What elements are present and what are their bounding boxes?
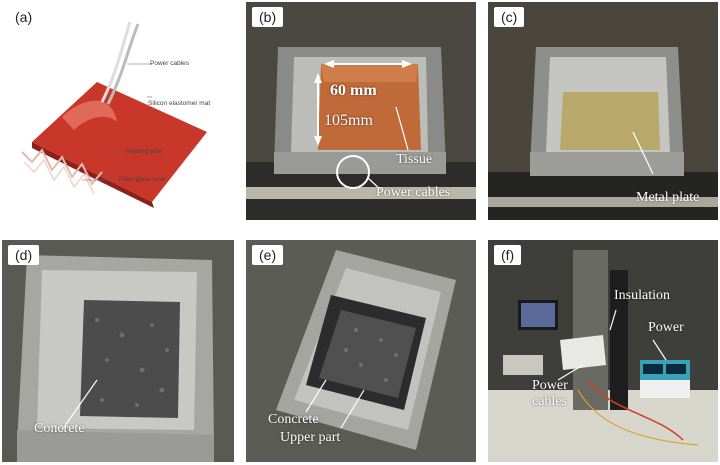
label-60mm: 60 mm — [330, 82, 377, 99]
heating-mat-illustration — [21, 21, 207, 208]
label-upper-part: Upper part — [280, 430, 341, 445]
label-power: Power — [648, 320, 684, 335]
label-tissue: Tissue — [396, 152, 433, 167]
panel-c-box-with-metal-plate: (c) Metal plate — [488, 2, 718, 220]
label-power-cables-a: Power cables — [150, 60, 190, 67]
panel-a-tag: (a) — [8, 7, 40, 27]
panel-b-box-with-tissue: (b) 60 mm 105mm Tissue Power cables — [246, 2, 476, 220]
label-power-cables-f: Power cables — [532, 378, 568, 409]
label-heating-wire: Heating wire — [126, 148, 163, 155]
panel-d-tag: (d) — [8, 245, 40, 265]
setup-photo-f — [488, 240, 718, 462]
box-photo-e — [246, 240, 476, 462]
box-photo-c — [488, 2, 718, 220]
panel-e-box-with-upper-part: (e) Concrete Upper part — [246, 240, 476, 462]
panel-d-box-with-concrete: (d) Concrete — [2, 240, 234, 462]
panel-b-tag: (b) — [252, 7, 284, 27]
label-silicon-mat: Silicon elastomer mat — [148, 100, 211, 107]
panel-c-tag: (c) — [494, 7, 525, 27]
label-concrete-e: Concrete — [268, 412, 319, 427]
label-fiber-glass-core: Fiber glass core — [119, 176, 166, 183]
label-insulation: Insulation — [614, 288, 670, 303]
label-power-cables-b: Power cables — [376, 185, 451, 200]
panel-f-tag: (f) — [494, 245, 522, 265]
box-photo-b — [246, 2, 476, 220]
panel-e-tag: (e) — [252, 245, 284, 265]
box-photo-d — [2, 240, 234, 462]
panel-a-heating-mat: (a) Power cables Silicon elastomer mat H… — [2, 2, 234, 220]
label-concrete-d: Concrete — [34, 421, 85, 436]
label-105mm: 105mm — [324, 112, 373, 129]
label-metal-plate: Metal plate — [636, 190, 700, 205]
panel-f-test-setup: (f) Insulation Power Power cables — [488, 240, 718, 462]
